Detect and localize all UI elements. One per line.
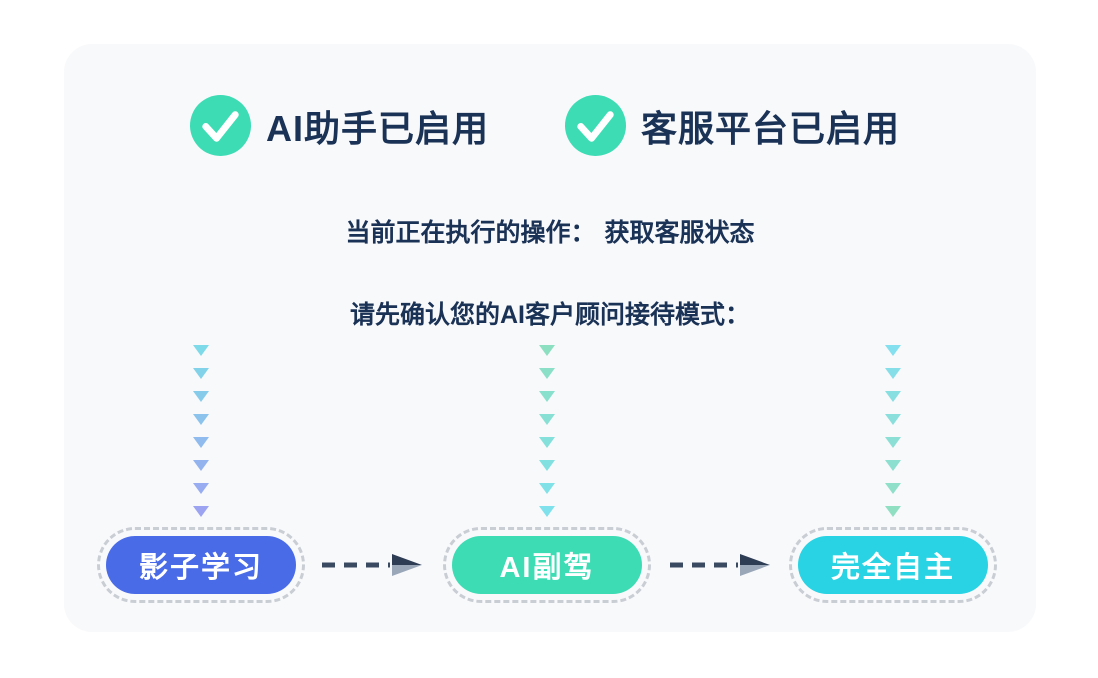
mode-prompt-text: 请先确认您的AI客户顾问接待模式：	[349, 301, 750, 329]
chevron-down-icon	[193, 391, 209, 402]
status-badge-service-platform: 客服平台已启用	[565, 95, 900, 156]
status-badge-label: AI助手已启用	[266, 107, 490, 149]
arrow-right-icon	[670, 554, 770, 576]
chevron-down-icon	[539, 414, 555, 425]
chevron-down-icon	[539, 483, 555, 494]
chevron-down-icon	[539, 506, 555, 517]
chevron-down-icon	[193, 483, 209, 494]
chevron-column	[539, 345, 555, 517]
arrow-right-icon	[322, 554, 422, 576]
mode-option-outline: AI副驾	[443, 527, 651, 603]
status-badge-label: 客服平台已启用	[641, 107, 901, 149]
chevron-down-icon	[885, 414, 901, 425]
check-icon	[190, 95, 251, 156]
mode-option-outline: 完全自主	[789, 527, 997, 603]
chevron-down-icon	[885, 460, 901, 471]
chevron-down-icon	[193, 437, 209, 448]
current-action-label: 当前正在执行的操作：	[345, 219, 596, 247]
chevron-down-icon	[885, 368, 901, 379]
chevron-down-icon	[193, 414, 209, 425]
chevron-down-icon	[539, 460, 555, 471]
mode-button-ai-copilot[interactable]: AI副驾	[452, 536, 642, 594]
chevron-down-icon	[885, 506, 901, 517]
chevron-down-icon	[539, 368, 555, 379]
mode-button-fully-autonomous[interactable]: 完全自主	[798, 536, 988, 594]
chevron-down-icon	[885, 483, 901, 494]
chevron-down-icon	[539, 437, 555, 448]
status-badge-ai-assistant: AI助手已启用	[190, 95, 489, 156]
chevron-down-icon	[885, 391, 901, 402]
chevron-down-icon	[193, 368, 209, 379]
chevron-down-icon	[193, 345, 209, 356]
chevron-down-icon	[539, 345, 555, 356]
chevron-down-icon	[193, 506, 209, 517]
mode-button-shadow-learning[interactable]: 影子学习	[106, 536, 296, 594]
mode-option-outline: 影子学习	[97, 527, 305, 603]
mode-column-shadow-learning: 影子学习	[97, 345, 305, 603]
chevron-column	[885, 345, 901, 517]
mode-column-ai-copilot: AI副驾	[443, 345, 651, 603]
chevron-column	[193, 345, 209, 517]
status-card: AI助手已启用 客服平台已启用 当前正在执行的操作： 获取客服状态 请先确认您的A…	[64, 44, 1036, 632]
chevron-down-icon	[885, 437, 901, 448]
current-action-line: 当前正在执行的操作： 获取客服状态	[64, 213, 1036, 249]
chevron-down-icon	[193, 460, 209, 471]
current-action-value: 获取客服状态	[604, 219, 755, 247]
mode-column-fully-autonomous: 完全自主	[789, 345, 997, 603]
chevron-down-icon	[885, 345, 901, 356]
chevron-down-icon	[539, 391, 555, 402]
check-icon	[565, 95, 626, 156]
